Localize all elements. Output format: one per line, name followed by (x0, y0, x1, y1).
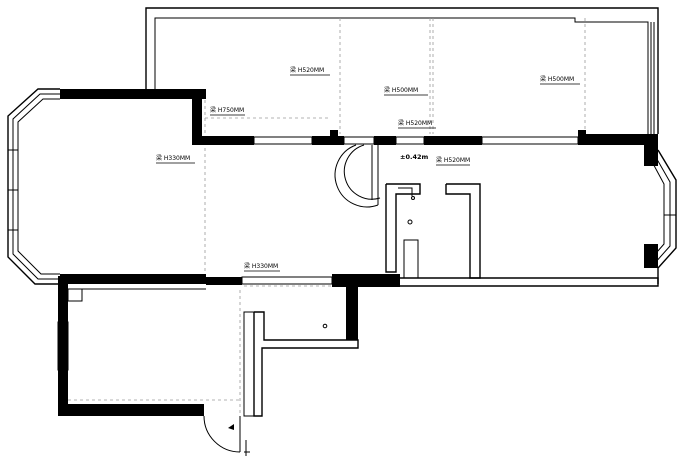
beam-label-left: 梁 H330MM (156, 154, 190, 162)
beam-label-right: 梁 H520MM (436, 156, 470, 164)
lower-left-room (57, 276, 240, 416)
right-bay-room (400, 134, 677, 287)
beam-label-upper-2: 梁 H500MM (384, 86, 418, 94)
upper-balcony (145, 7, 659, 283)
central-bathroom (334, 144, 481, 279)
lower-corridor (239, 286, 359, 417)
beam-label-lower: 梁 H330MM (244, 262, 278, 270)
beam-label-upper-1: 梁 H520MM (290, 66, 324, 74)
beam-label-upper-3: 梁 H500MM (540, 75, 574, 83)
entry-door (203, 415, 250, 456)
beam-label-center: 梁 H520MM (398, 119, 432, 127)
annotations: 梁 H520MM 梁 H500MM 梁 H500MM 梁 H750MM 梁 H3… (156, 66, 580, 272)
level-mark-label: ±0.42m (400, 153, 428, 161)
living-area (206, 274, 400, 287)
left-bay-room (7, 88, 206, 285)
beam-label-hall: 梁 H750MM (210, 106, 244, 114)
main-wall-top (192, 130, 658, 145)
